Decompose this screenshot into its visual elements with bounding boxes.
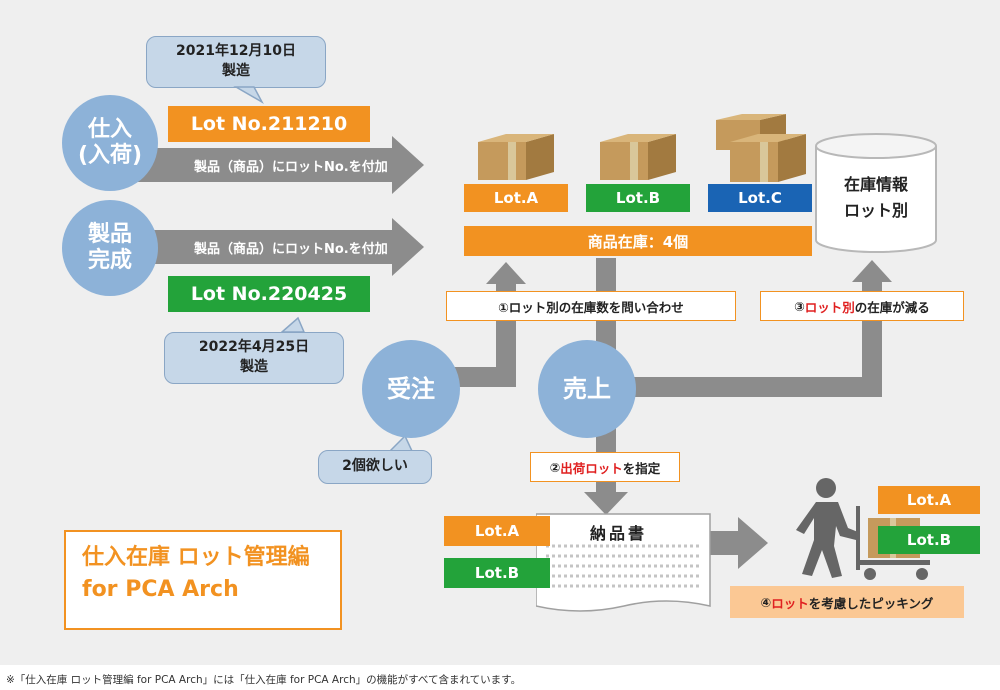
product-date-bubble: 2022年4月25日 製造 — [164, 332, 344, 384]
stock-count-bar: 商品在庫：4個 — [464, 226, 812, 256]
purchase-arrow-shaft — [130, 148, 392, 182]
purchase-date-sub: 製造 — [222, 63, 250, 79]
order-up-arrow-head — [486, 262, 526, 284]
product-date: 2022年4月25日 — [198, 339, 310, 356]
product-arrow-shaft — [130, 230, 392, 264]
step1-note: ①ロット別の在庫数を問い合わせ — [446, 291, 736, 321]
cardboard-box-icon — [478, 134, 554, 180]
purchase-lot-tag: Lot No.211210 — [168, 106, 370, 142]
purchase-arrow-label: 製品（商品）にロットNo.を付加 — [194, 160, 388, 175]
product-title-line2: for PCA Arch — [82, 576, 239, 602]
reduce-up-arrow-head — [852, 260, 892, 282]
product-title-line1: 仕入在庫 ロット管理編 — [82, 545, 310, 570]
order-quantity: 2個欲しい — [342, 458, 408, 475]
database-label: 在庫情報 ロット別 — [843, 175, 908, 220]
inventory-lot-c: Lot.C — [708, 184, 812, 212]
step3-prefix: ③ — [794, 298, 805, 314]
product-arrow-head — [392, 218, 424, 276]
inventory-lot-b: Lot.B — [586, 184, 690, 212]
order-quantity-bubble: 2個欲しい — [318, 450, 432, 484]
footnote: ※「仕入在庫 ロット管理編 for PCA Arch」には「仕入在庫 for P… — [6, 674, 522, 686]
step4-highlight: ロット — [771, 595, 809, 611]
delivery-to-picking-arrow-head — [738, 517, 768, 569]
product-lot-tag: Lot No.220425 — [168, 276, 370, 312]
purchase-circle: 仕入 (入荷) — [62, 95, 158, 191]
step3-suffix: の在庫が減る — [854, 299, 930, 315]
step3-highlight: ロット別 — [804, 299, 855, 315]
picking-lot-b: Lot.B — [878, 526, 980, 554]
purchase-date-bubble: 2021年12月10日 製造 — [146, 36, 326, 88]
purchase-date: 2021年12月10日 — [176, 43, 296, 60]
step4-prefix: ④ — [760, 594, 772, 610]
sales-circle: 売上 — [538, 340, 636, 438]
product-date-sub: 製造 — [240, 359, 268, 375]
step2-highlight: 出荷ロット — [560, 460, 623, 476]
product-title-box: 仕入在庫 ロット管理編 for PCA Arch — [64, 530, 342, 630]
product-circle: 製品 完成 — [62, 200, 158, 296]
order-circle: 受注 — [362, 340, 460, 438]
picking-lot-a: Lot.A — [878, 486, 980, 514]
cardboard-box-icon — [600, 134, 676, 180]
delivery-lot-a: Lot.A — [444, 516, 550, 546]
database-cylinder-icon — [815, 133, 937, 253]
step2-prefix: ② — [549, 459, 561, 475]
delivery-lot-b: Lot.B — [444, 558, 550, 588]
purchase-arrow-head — [392, 136, 424, 194]
cardboard-box-icon — [716, 114, 806, 182]
step2-suffix: を指定 — [622, 460, 661, 476]
delivery-slip-icon — [536, 513, 711, 612]
product-arrow-label: 製品（商品）にロットNo.を付加 — [194, 242, 388, 257]
step4-suffix: を考慮したピッキング — [808, 595, 934, 611]
inventory-lot-a: Lot.A — [464, 184, 568, 212]
sales-down-arrow-head — [584, 492, 628, 515]
delivery-slip-title: 納品書 — [590, 524, 648, 543]
